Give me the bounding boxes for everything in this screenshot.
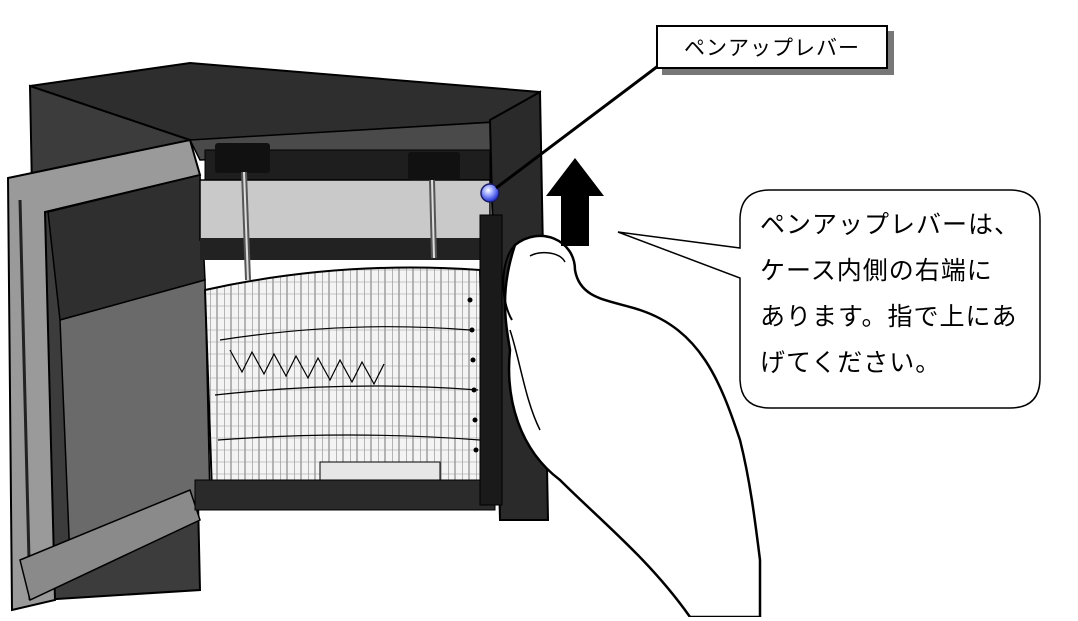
note-line: ペンアップレバーは、	[760, 210, 1021, 239]
hand	[503, 234, 762, 619]
note-line: ケース内側の右端に	[760, 256, 993, 285]
speech-bubble	[617, 189, 1041, 409]
note-line: げてください。	[760, 348, 942, 377]
up-arrow-icon	[546, 158, 604, 246]
note-line: あります。指で上にあ	[760, 302, 1018, 331]
pen-up-lever-label: ペンアップレバー	[656, 25, 888, 69]
pen-up-lever-label-text: ペンアップレバー	[684, 36, 860, 60]
leader-line	[495, 58, 667, 190]
pen-up-lever-icon[interactable]	[480, 183, 500, 203]
instruction-note: ペンアップレバーは、 ケース内側の右端に あります。指で上にあ げてください。	[760, 202, 1060, 386]
